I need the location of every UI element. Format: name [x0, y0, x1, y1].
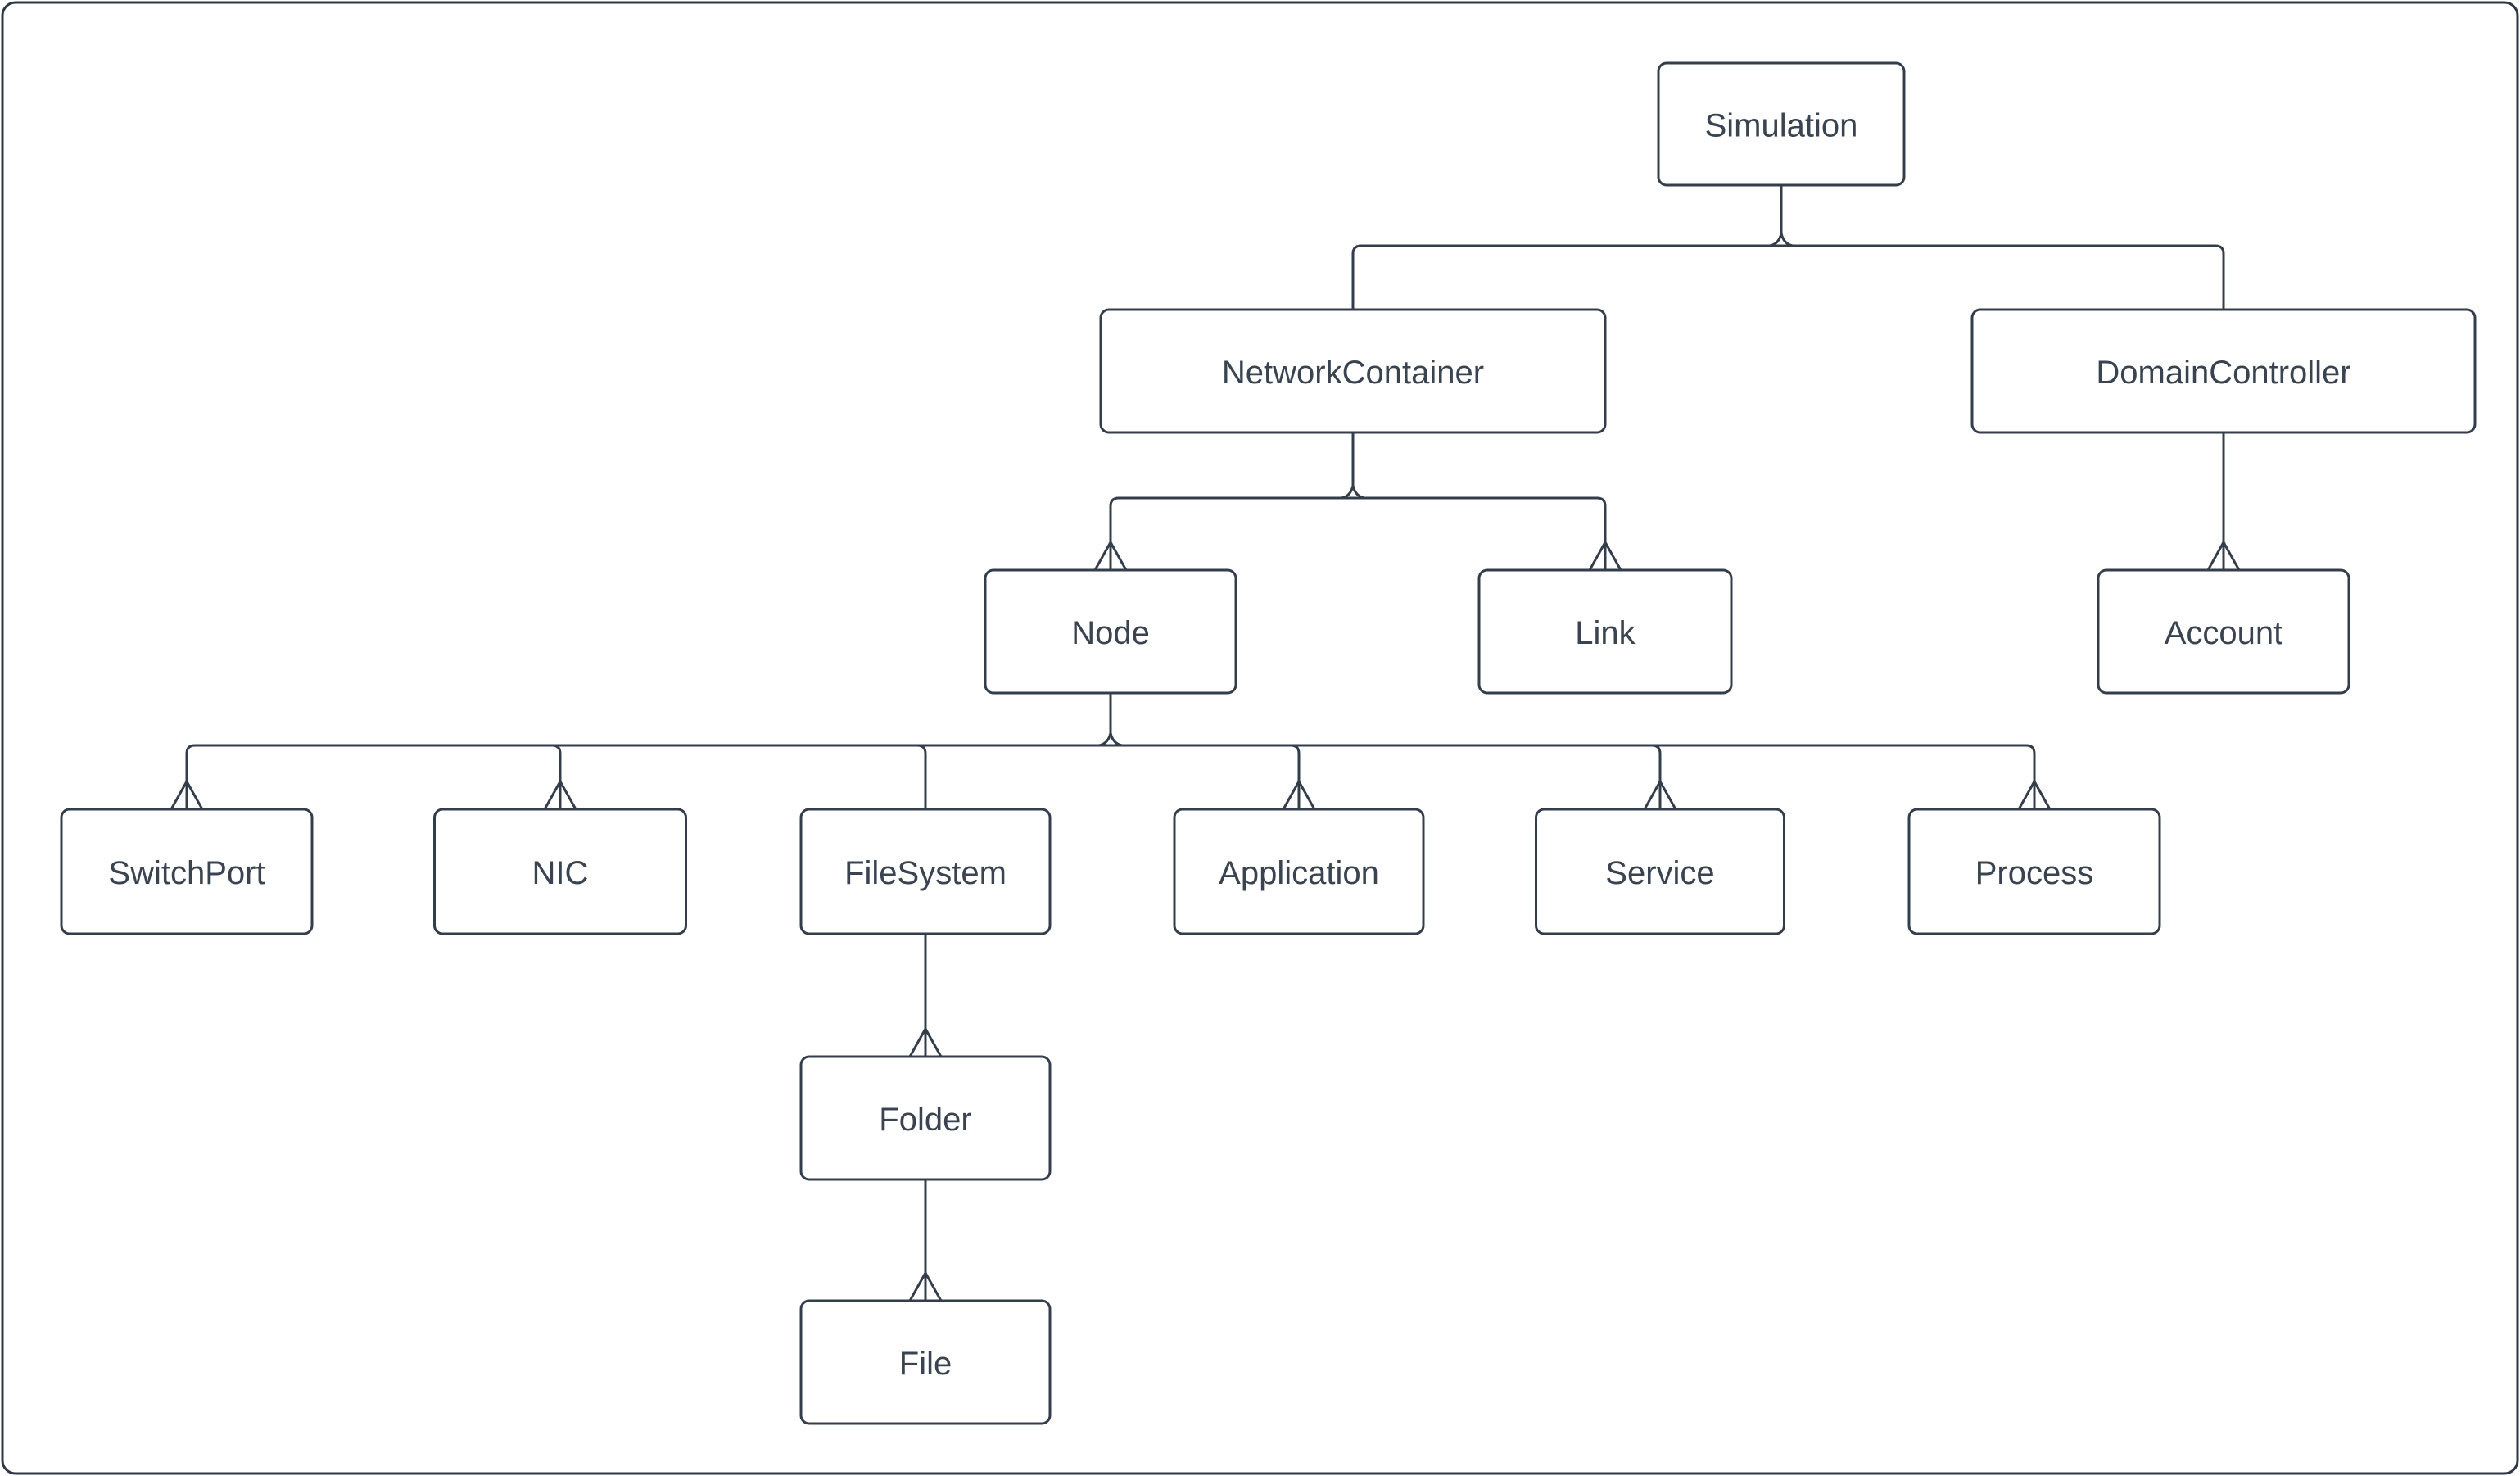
node-label-domain-controller: DomainController: [2096, 355, 2350, 391]
node-box-domain-controller: [1970, 308, 2477, 434]
edge-network-container: [1093, 431, 1622, 572]
node-label-simulation: Simulation: [1705, 108, 1858, 144]
connector-node-to-service: [1650, 744, 1662, 811]
node-box-link: [1477, 568, 1733, 695]
edge-folder: [908, 1178, 943, 1302]
node-box-folder: [799, 1055, 1052, 1181]
edge-domain-controller: [2206, 431, 2241, 572]
inheritance-arrow-nic: [543, 780, 577, 811]
node-service: Service: [1535, 808, 1785, 935]
node-label-nic: NIC: [532, 855, 589, 891]
inheritance-arrow-folder: [908, 1027, 943, 1058]
connector-node-to-nic: [550, 744, 562, 811]
node-label-node: Node: [1071, 615, 1150, 651]
node-box-network-container: [1099, 308, 1607, 434]
connector-node-to-file-system: [916, 744, 927, 811]
bus-network-container: [1109, 496, 1607, 508]
node-label-application: Application: [1219, 855, 1379, 891]
node-label-file: File: [899, 1346, 952, 1382]
node-label-service: Service: [1605, 855, 1714, 891]
node-file-system: FileSystem: [799, 808, 1052, 935]
node-node: Node: [984, 568, 1237, 695]
inheritance-arrow-process: [2017, 780, 2052, 811]
inheritance-arrow-switch-port: [170, 780, 204, 811]
node-label-file-system: FileSystem: [844, 855, 1007, 891]
node-label-link: Link: [1575, 615, 1636, 651]
inheritance-arrow-link: [1588, 541, 1622, 572]
node-folder: Folder: [799, 1055, 1052, 1181]
node-network-container: NetworkContainer: [1099, 308, 1607, 434]
edges-layer: [170, 183, 2241, 1302]
node-box-nic: [433, 808, 687, 935]
node-box-process: [1907, 808, 2161, 935]
node-link: Link: [1477, 568, 1733, 695]
inheritance-arrow-application: [1282, 780, 1316, 811]
edge-file-system: [908, 932, 943, 1058]
node-box-file-system: [799, 808, 1052, 935]
node-box-switch-port: [60, 808, 314, 935]
node-label-network-container: NetworkContainer: [1222, 355, 1484, 391]
node-file: File: [799, 1299, 1052, 1425]
node-nic: NIC: [433, 808, 687, 935]
node-account: Account: [2097, 568, 2350, 695]
inheritance-arrow-file: [908, 1271, 943, 1302]
node-box-application: [1173, 808, 1425, 935]
inheritance-arrow-node: [1093, 541, 1128, 572]
inheritance-arrow-service: [1643, 780, 1677, 811]
node-box-file: [799, 1299, 1052, 1425]
node-domain-controller: DomainController: [1970, 308, 2477, 434]
node-box-simulation: [1657, 61, 1906, 187]
node-application: Application: [1173, 808, 1425, 935]
bus-simulation: [1351, 244, 2225, 256]
node-label-folder: Folder: [879, 1102, 971, 1138]
node-simulation: Simulation: [1657, 61, 1906, 187]
node-box-node: [984, 568, 1237, 695]
node-process: Process: [1907, 808, 2161, 935]
edge-node: [170, 691, 2052, 811]
node-box-account: [2097, 568, 2350, 695]
edge-simulation: [1351, 183, 2225, 311]
inheritance-arrow-account: [2206, 541, 2241, 572]
node-switch-port: SwitchPort: [60, 808, 314, 935]
connector-node-to-application: [1289, 744, 1301, 811]
node-label-process: Process: [1975, 855, 2094, 891]
node-label-switch-port: SwitchPort: [108, 855, 265, 891]
bus-node: [185, 744, 2036, 755]
node-label-account: Account: [2165, 615, 2283, 651]
node-box-service: [1535, 808, 1785, 935]
